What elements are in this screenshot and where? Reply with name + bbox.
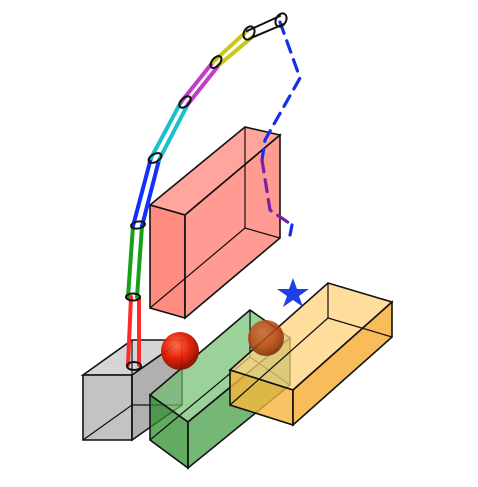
orange-box bbox=[228, 282, 394, 427]
arm-joints bbox=[125, 12, 288, 371]
red-box bbox=[148, 126, 282, 320]
star-icon bbox=[277, 278, 309, 307]
trajectory-path bbox=[260, 20, 302, 237]
orange-sphere bbox=[248, 320, 284, 356]
red-sphere bbox=[161, 332, 199, 370]
